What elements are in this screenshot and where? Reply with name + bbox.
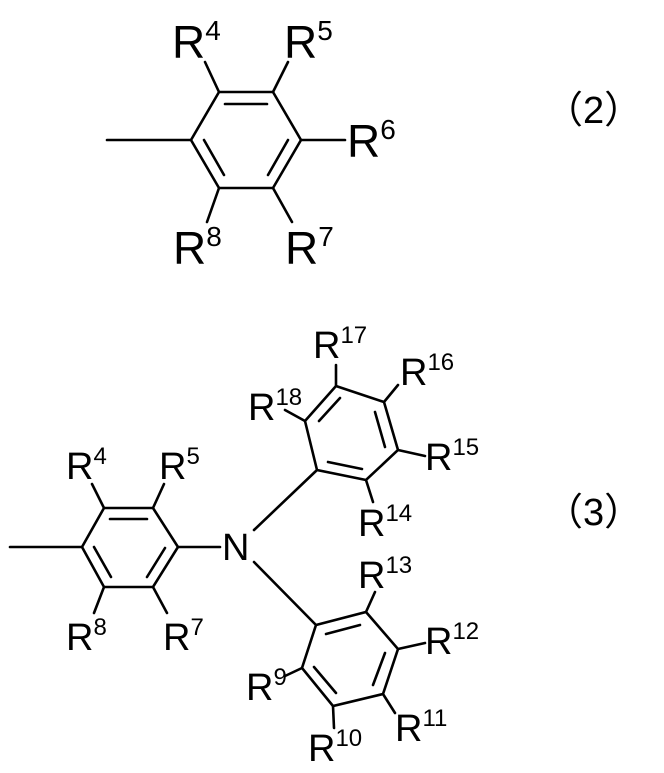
- f3-label-r13: R13: [358, 552, 412, 597]
- f3-label-r4: R4: [66, 443, 107, 488]
- f3-bond-r8: [94, 587, 104, 613]
- f3-bond-n-lower: [254, 562, 316, 625]
- f3-label-r8: R8: [66, 614, 107, 659]
- f2-bond-r8: [207, 188, 219, 222]
- f3-label-r9: R9: [246, 664, 287, 709]
- formula-3: N R4 R5 R8 R7 R17 R16 R18 R15 R14 R13: [10, 322, 642, 770]
- f3-label-r12: R12: [425, 618, 479, 663]
- f3-label-r14: R14: [358, 500, 412, 545]
- f3-bond-n-upper: [254, 470, 317, 530]
- f2-benzene-ring: [191, 92, 301, 188]
- f2-label-r6: R6: [347, 114, 396, 167]
- f3-bond-r18: [285, 410, 305, 421]
- f3-label-r5: R5: [159, 443, 200, 488]
- f3-equation-number: （3）: [545, 492, 642, 534]
- f2-label-r7: R7: [285, 221, 334, 274]
- f3-label-r18: R18: [248, 384, 302, 429]
- f3-label-r10: R10: [308, 725, 362, 770]
- f2-equation-number: （2）: [545, 90, 642, 132]
- f3-bond-r4: [92, 484, 104, 508]
- f3-bond-r12: [398, 643, 425, 649]
- f3-upper-double-c: [328, 462, 362, 469]
- f2-label-r4: R4: [172, 15, 221, 68]
- f3-bond-r9: [285, 668, 302, 676]
- f3-bond-r10: [333, 706, 334, 728]
- f3-label-r7: R7: [163, 614, 204, 659]
- f3-upper-double-b: [375, 412, 385, 447]
- f3-bond-r11: [383, 694, 395, 713]
- f2-bond-r7: [273, 188, 292, 222]
- f2-label-r5: R5: [284, 15, 333, 68]
- f3-nitrogen-label: N: [222, 527, 249, 569]
- f3-label-r16: R16: [400, 349, 454, 394]
- f3-lower-double-a: [326, 625, 360, 634]
- f3-bond-r14: [366, 480, 373, 502]
- f3-bond-r7: [153, 587, 167, 613]
- formula-2: R4 R5 R6 R7 R8 （2）: [107, 15, 642, 274]
- f3-bond-r16: [384, 385, 398, 402]
- f3-label-r11: R11: [395, 705, 447, 750]
- f2-label-r8: R8: [173, 221, 222, 274]
- f3-lower-double-b: [373, 653, 385, 685]
- f3-label-r15: R15: [425, 434, 479, 479]
- f3-bond-r15: [398, 450, 425, 456]
- f2-bond-r4: [205, 62, 219, 92]
- f3-lower-double-c: [314, 667, 336, 693]
- f3-label-r17: R17: [313, 322, 367, 367]
